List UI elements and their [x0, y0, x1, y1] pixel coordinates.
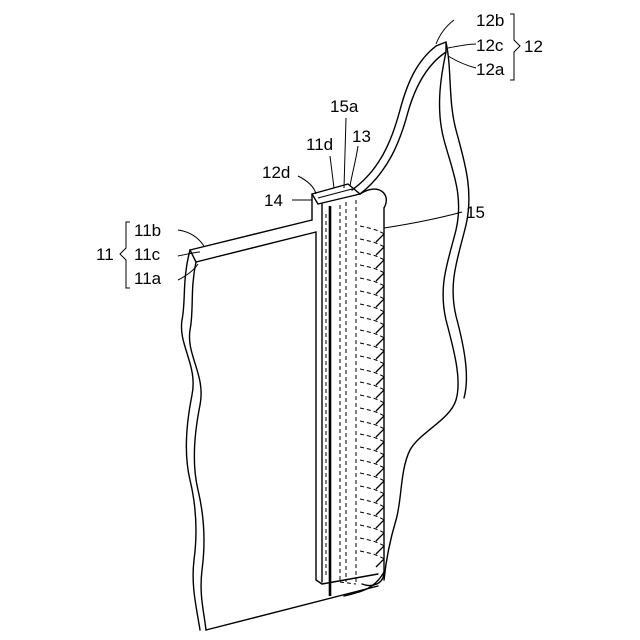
hatch-mark	[376, 507, 384, 515]
hatch-curve	[360, 408, 384, 416]
label-11a: 11a	[134, 269, 162, 288]
hatch-mark	[376, 429, 384, 437]
hatch-curve	[360, 421, 384, 429]
sheet-12	[352, 42, 469, 580]
hatch-mark	[376, 260, 384, 268]
hatch-mark	[376, 299, 384, 307]
hatch-curve	[360, 330, 384, 338]
hatch-curve	[360, 434, 384, 442]
hatch-mark	[376, 364, 384, 372]
hatch-curve	[360, 551, 384, 559]
hatch-mark	[376, 520, 384, 528]
hatch-mark	[376, 312, 384, 320]
label-12c: 12c	[476, 36, 504, 55]
reference-labels: 12b 12c 12a 12 15a 11d 13 12d 14 15 11 1…	[96, 11, 543, 288]
hatch-curve	[360, 343, 384, 351]
hatch-curve	[360, 278, 384, 286]
hatch-curve	[360, 382, 384, 390]
hatch-mark	[376, 494, 384, 502]
hatch-mark	[376, 481, 384, 489]
label-15a: 15a	[330, 97, 359, 116]
hatch-curve	[360, 369, 384, 377]
hatch-mark	[376, 416, 384, 424]
hatch-curve	[360, 304, 384, 312]
hatch-mark	[376, 533, 384, 541]
sheet-11	[181, 220, 378, 630]
seam-assembly	[312, 184, 386, 596]
hatch-curve	[360, 252, 384, 260]
hatch-curve	[360, 317, 384, 325]
hatch-curve	[360, 447, 384, 455]
hatch-curve	[360, 499, 384, 507]
hatch-curve	[360, 291, 384, 299]
label-11b: 11b	[134, 221, 161, 240]
label-13: 13	[352, 127, 371, 146]
hatch-curve	[360, 356, 384, 364]
hatch-curve	[360, 226, 384, 234]
hatch-mark	[376, 325, 384, 333]
hatch-curve	[360, 460, 384, 468]
hatch-mark	[376, 455, 384, 463]
hatch-mark	[376, 559, 384, 567]
hatch-curve	[360, 395, 384, 403]
label-12d: 12d	[262, 163, 290, 182]
label-12: 12	[524, 37, 543, 56]
label-11d: 11d	[306, 135, 333, 154]
label-12a: 12a	[476, 60, 505, 79]
hatch-curve	[360, 265, 384, 273]
hatch-mark	[376, 234, 384, 242]
hatch-mark	[376, 273, 384, 281]
hatch-mark	[376, 247, 384, 255]
label-14: 14	[264, 191, 283, 210]
label-12b: 12b	[476, 11, 504, 30]
label-11: 11	[96, 245, 114, 264]
hatch-curve	[360, 473, 384, 481]
hatch-mark	[376, 351, 384, 359]
hatch-mark	[376, 390, 384, 398]
hatch-curve	[360, 538, 384, 546]
label-11c: 11c	[134, 245, 161, 264]
hatch-curve	[360, 486, 384, 494]
hatch-mark	[376, 286, 384, 294]
hatch-curve	[360, 512, 384, 520]
label-15: 15	[466, 203, 485, 222]
hatch-mark	[376, 377, 384, 385]
hatch-mark	[376, 546, 384, 554]
hatch-curve	[360, 239, 384, 247]
hatch-mark	[376, 468, 384, 476]
hatch-mark	[376, 403, 384, 411]
hatch-mark	[376, 338, 384, 346]
hatch-mark	[376, 442, 384, 450]
hatch-curve	[360, 525, 384, 533]
rod-hatching	[360, 226, 384, 567]
